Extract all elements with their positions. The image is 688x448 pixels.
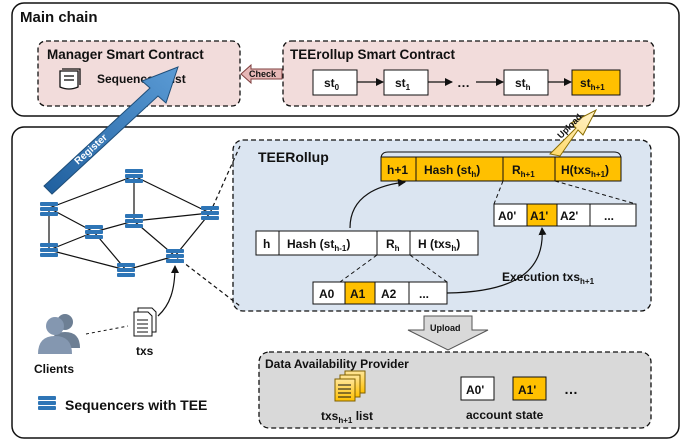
main-chain-title: Main chain [20,9,98,26]
state-label-h1: sth+1 [580,76,605,92]
account-old-a2: A2 [381,287,397,301]
manager-contract: Manager Smart Contract Sequencers list [37,40,241,107]
accounts-old: A0 A1 A2 ... [312,281,448,305]
teerollup-contract: TEErollup Smart Contract st0 st1 … sth s… [282,40,655,107]
old-tx-hash: H (txsh) [418,237,460,253]
dap-account-a0: A0' [466,383,484,397]
server-icon [166,249,184,263]
dap-title: Data Availability Provider [265,357,409,371]
old-prev-hash: Hash (sth-1) [287,237,350,253]
check-arrow: Check [240,63,283,85]
chain-link-arrow [349,178,406,229]
account-new-a1: A1' [530,209,548,223]
state-ellipsis: … [457,75,470,90]
teerollup-contract-title: TEErollup Smart Contract [290,47,456,62]
account-new-a2: A2' [560,209,578,223]
txs-label: txs [136,344,154,358]
server-icon [85,225,103,239]
account-old-more: ... [419,287,429,301]
txs-document-icon [133,307,157,337]
check-label: Check [249,69,277,79]
state-label-1: st1 [395,76,411,92]
new-height: h+1 [387,163,408,177]
dap-ellipsis: … [564,381,578,397]
server-icon [40,243,58,257]
legend-label: Sequencers with TEE [65,397,207,413]
tx-list-label: txsh+1 list [321,409,373,425]
block-header-old: h Hash (sth-1) Rh H (txsh) [255,230,479,283]
data-availability-provider: Data Availability Provider txsh+1 list A… [258,351,652,429]
tx-list-icon [334,370,366,402]
server-icon [201,206,219,220]
clients-label: Clients [34,362,74,376]
dap-account-a1: A1' [518,383,536,397]
clients-icon [38,314,80,354]
account-old-a1: A1 [350,287,366,301]
new-prev-hash: Hash (sth) [424,163,480,179]
execution-arrow [446,227,547,294]
state-label-h: sth [515,76,531,92]
account-state-label: account state [466,408,544,422]
account-old-a0: A0 [319,287,335,301]
server-icon [117,263,135,277]
dap-account-a1-box [512,376,547,401]
state-box-1 [383,69,429,96]
tx-submit-arrow [157,265,179,317]
new-state-root: Rh+1 [512,163,535,179]
server-icons [40,169,219,277]
main-chain-panel: Main chain Manager Smart Contract Sequen… [11,2,680,117]
state-box-h1 [571,69,621,96]
teerollup-panel: TEERollup h+1 Hash (sth) Rh+1 H(txsh+1) … [232,139,652,312]
old-state-root: Rh [386,237,400,253]
state-label-0: st0 [324,76,340,92]
account-new-a0: A0' [498,209,516,223]
new-tx-hash: H(txsh+1) [561,163,609,179]
accounts-new: A0' A1' A2' ... [493,203,637,227]
legend-server-icon [38,396,56,410]
server-icon [125,214,143,228]
account-new-more: ... [604,209,614,223]
state-box-h [503,69,549,96]
server-icon [125,169,143,183]
block-header-new: h+1 Hash (sth) Rh+1 H(txsh+1) [380,151,622,182]
client-tx-link [85,325,129,335]
upload-label-bottom: Upload [430,323,461,333]
sequencers-list-icon [59,68,81,90]
dap-account-a0-box [460,376,495,401]
execution-label: Execution txsh+1 [502,270,595,286]
teerollup-title: TEERollup [258,149,329,165]
old-height: h [263,237,270,251]
upload-arrow-bottom: Upload [407,315,489,351]
manager-contract-title: Manager Smart Contract [47,47,204,62]
server-icon [40,202,58,216]
